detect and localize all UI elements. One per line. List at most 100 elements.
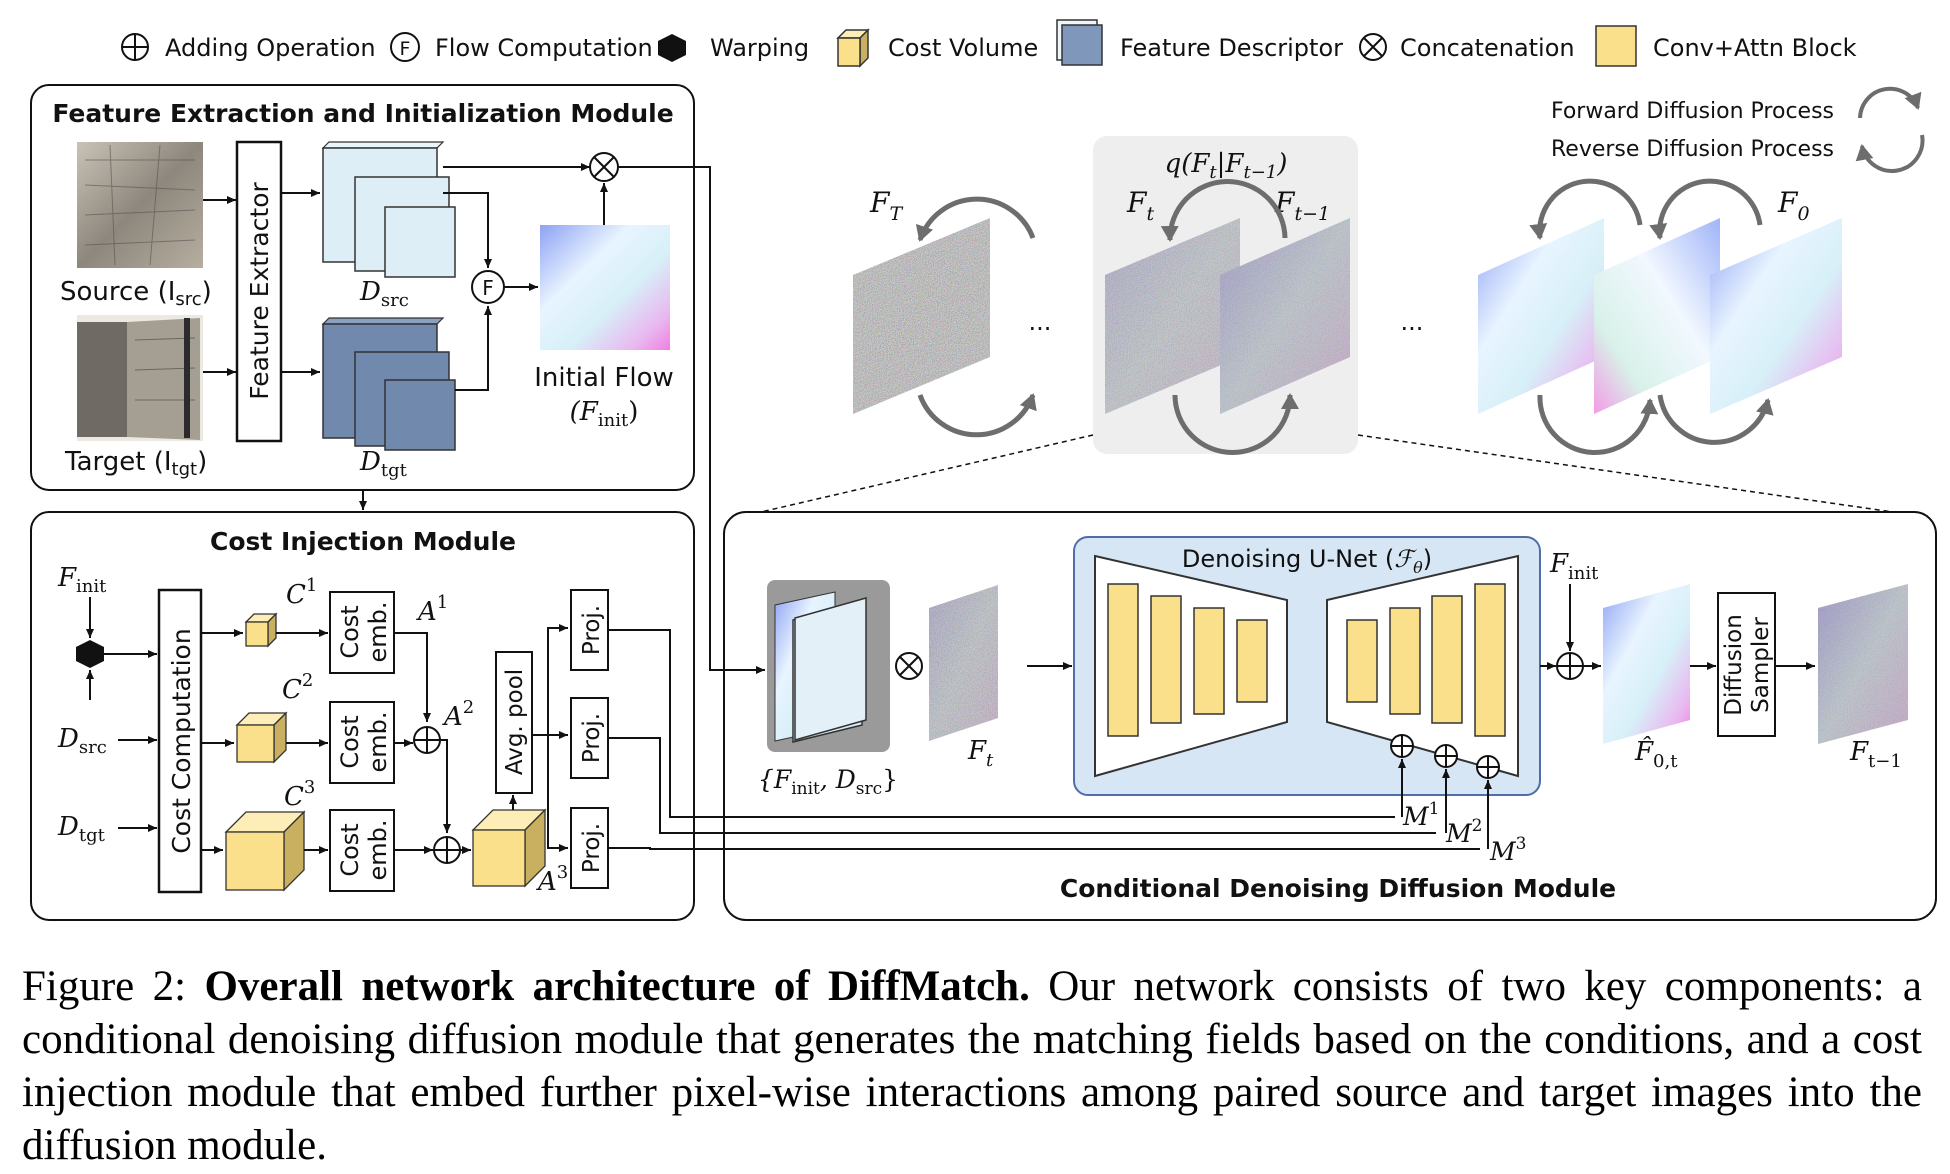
- legend-label: Warping: [710, 34, 809, 62]
- ellipsis: ...: [1401, 308, 1424, 336]
- f-t-label: Ft: [1126, 186, 1154, 225]
- cost-emb-block-3: [329, 809, 395, 892]
- svg-text:emb.: emb.: [364, 819, 392, 880]
- d-tgt-descriptor: [321, 317, 456, 451]
- svg-text:emb.: emb.: [364, 601, 392, 662]
- noise-map-FT: [853, 218, 990, 414]
- f-0-label: F0: [1777, 186, 1810, 225]
- f-t-1-output-label: Ft−1: [1849, 737, 1902, 772]
- flow-map-a: [1478, 218, 1604, 414]
- a3-label: A3: [536, 862, 568, 897]
- m3-label: M3: [1489, 834, 1526, 866]
- unet-decoder: [1326, 554, 1519, 778]
- avg-pool-label: Avg. pool: [502, 669, 528, 775]
- adding-op-icon: [433, 836, 461, 864]
- concat-op-icon: [589, 152, 619, 182]
- reverse-arrow-icon: [1855, 134, 1925, 173]
- cost-emb-block-2: [329, 701, 395, 784]
- legend-label: Cost Volume: [888, 34, 1038, 62]
- caption-title: Overall network architecture of DiffMatc…: [204, 963, 1030, 1010]
- svg-text:Diffusion: Diffusion: [1721, 614, 1747, 716]
- flow-comp-icon: F: [390, 32, 420, 62]
- svg-text:Proj.: Proj.: [579, 605, 605, 655]
- cost-injection-module: Cost Injection Module Finit Dsrc Dtgt Co…: [30, 511, 1480, 921]
- warping-hexagon-icon: [658, 34, 686, 62]
- feature-module-title: Feature Extraction and Initialization Mo…: [52, 99, 673, 128]
- svg-text:Cost: Cost: [336, 715, 364, 768]
- initial-flow-map: [540, 225, 670, 350]
- legend: Adding Operation F Flow Computation Warp…: [121, 19, 1857, 68]
- predicted-flow-F0t: [1603, 584, 1690, 744]
- q-transition: q(Ft|Ft−1): [1165, 149, 1288, 183]
- target-image: [77, 315, 203, 441]
- d-tgt-label: Dtgt: [359, 447, 408, 481]
- c3-label: C3: [284, 777, 315, 812]
- diffusion-sampler-block: [1717, 592, 1776, 737]
- f-T-label: FT: [869, 186, 903, 225]
- unet-label: Denoising U-Net (ℱθ): [1182, 545, 1432, 577]
- conditional-denoising-module: Conditional Denoising Diffusion Module {…: [723, 511, 1937, 921]
- legend-label: Feature Descriptor: [1120, 34, 1343, 62]
- legend-label: Adding Operation: [165, 34, 376, 62]
- d-src-label: Dsrc: [359, 277, 409, 311]
- svg-text:F: F: [482, 276, 494, 300]
- flow-map-F0: [1710, 218, 1842, 414]
- proj-block-3: [570, 807, 609, 889]
- cost-computation-label: Cost Computation: [167, 628, 196, 853]
- m1-label: M1: [1402, 799, 1439, 831]
- svg-text:Sampler: Sampler: [1748, 617, 1774, 713]
- cost-module-title: Cost Injection Module: [210, 527, 516, 556]
- legend-label: Flow Computation: [435, 34, 653, 62]
- initial-flow-symbol: (Finit): [570, 397, 639, 431]
- initial-flow-label: Initial Flow: [534, 363, 674, 393]
- flow-map-b: [1594, 218, 1720, 414]
- f-init-cond-label: Finit: [1549, 549, 1599, 584]
- legend-label: Concatenation: [1400, 34, 1575, 62]
- cost-volume-cube-icon: [836, 28, 870, 68]
- svg-text:Proj.: Proj.: [579, 713, 605, 763]
- denoising-module-title: Conditional Denoising Diffusion Module: [1060, 874, 1616, 903]
- a2-label: A2: [442, 697, 474, 732]
- legend-label: Conv+Attn Block: [1653, 34, 1857, 62]
- diffusion-process-legend: Forward Diffusion Process Reverse Diffus…: [1551, 86, 1925, 173]
- target-label: Target (Itgt): [64, 447, 207, 480]
- adding-op-icon: [1556, 652, 1584, 680]
- source-image: [77, 142, 203, 268]
- f-init-input: Finit: [57, 563, 107, 597]
- f-t-input-label: Ft: [967, 736, 994, 771]
- d-tgt-input: Dtgt: [57, 812, 106, 846]
- concat-op-icon: [895, 652, 923, 680]
- c1-label: C1: [286, 575, 317, 610]
- svg-text:Reverse Diffusion Process: Reverse Diffusion Process: [1551, 137, 1834, 162]
- c2-label: C2: [282, 670, 313, 705]
- forward-arrow-icon: [1858, 86, 1922, 119]
- svg-text:F: F: [400, 38, 411, 60]
- condition-label: {Finit, Dsrc}: [758, 765, 898, 799]
- cost-volume-c1: [244, 612, 278, 648]
- adding-op-icon: [413, 726, 441, 754]
- adding-op-icon: [1390, 734, 1500, 779]
- adding-op-icon: [121, 33, 149, 61]
- figure-caption: Figure 2: Overall network architecture o…: [22, 960, 1922, 1172]
- warping-hexagon-icon: [76, 640, 104, 668]
- conv-attn-block-icon: [1595, 25, 1637, 67]
- diffusion-chain: FT ... q(Ft|Ft−1) Ft Ft−1 ... F0: [853, 136, 1842, 455]
- feature-descriptor-icon: [1056, 19, 1103, 66]
- caption-text: Our network consists of two key componen…: [22, 963, 1922, 1169]
- conv-attn-blocks: [1107, 583, 1506, 737]
- d-src-input: Dsrc: [57, 724, 107, 758]
- ellipsis: ...: [1029, 308, 1052, 336]
- source-label: Source (Isrc): [60, 277, 212, 310]
- cost-volume-c3: [224, 810, 306, 892]
- f0t-label: F̂0,t: [1634, 736, 1678, 772]
- feature-extractor-label: Feature Extractor: [245, 182, 274, 400]
- aggregated-volume-a3: [471, 808, 547, 888]
- feature-extractor-block: [235, 140, 283, 443]
- architecture-figure: Adding Operation F Flow Computation Warp…: [30, 19, 1937, 921]
- a1-label: A1: [416, 592, 448, 627]
- caption-label: Figure 2:: [22, 963, 205, 1010]
- svg-text:emb.: emb.: [364, 711, 392, 772]
- m2-label: M2: [1445, 816, 1482, 848]
- unet-encoder: [1094, 554, 1288, 778]
- flow-computation-op: F: [471, 270, 505, 304]
